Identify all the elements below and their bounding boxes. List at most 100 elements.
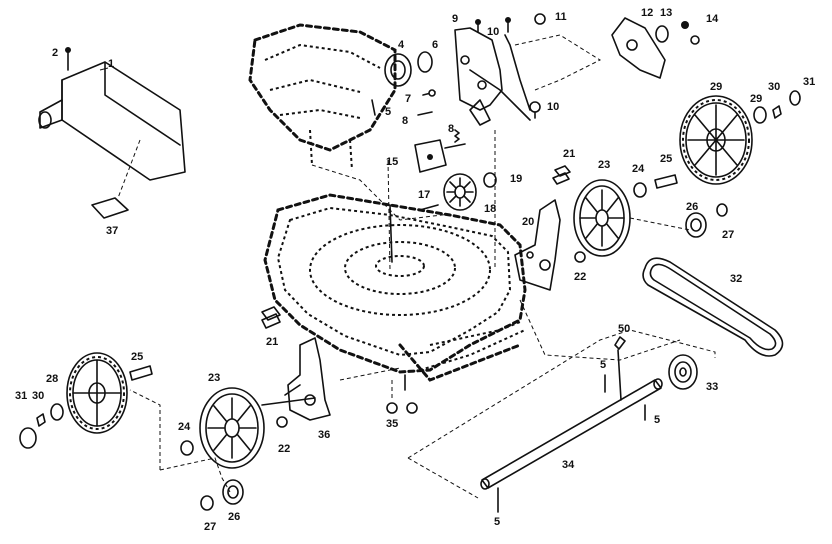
label-22a: 22 — [574, 271, 586, 283]
cap-31 — [789, 90, 801, 106]
label-35: 35 — [386, 418, 398, 430]
washer-27-right — [716, 203, 728, 217]
label-31b: 31 — [15, 390, 27, 402]
wheel-cover-23-right — [573, 179, 631, 257]
nut-22-left — [276, 416, 288, 428]
label-17: 17 — [418, 189, 430, 201]
nut-11 — [534, 13, 546, 25]
cap-31-left — [19, 427, 37, 449]
label-2: 2 — [52, 47, 58, 59]
part-labels: 1 2 37 4 6 7 5 8 9 10 10 11 8 15 17 18 1… — [15, 7, 815, 533]
bolt-7 — [422, 89, 436, 97]
label-12: 12 — [641, 7, 653, 19]
bolt-10b — [505, 17, 511, 33]
spring-8 — [454, 129, 460, 143]
washer-13 — [655, 25, 669, 43]
washer-24-right — [633, 182, 647, 198]
axle-leader-bottom — [407, 457, 479, 499]
retainer-30 — [772, 105, 782, 119]
label-5: 5 — [385, 106, 391, 118]
engine-pulley — [384, 51, 433, 87]
axle-stub — [261, 397, 316, 406]
pivot-bolt-10 — [529, 101, 541, 119]
label-1: 1 — [108, 58, 114, 70]
label-32: 32 — [730, 273, 742, 285]
label-8b: 8 — [448, 123, 454, 135]
washer-24-left — [180, 440, 194, 456]
engine-outline — [248, 23, 397, 171]
bushing-25-right — [654, 174, 678, 189]
belt-leader — [519, 299, 681, 361]
rear-baffle — [38, 61, 186, 181]
nut-35b — [406, 402, 418, 414]
label-6: 6 — [432, 39, 438, 51]
label-20: 20 — [522, 216, 534, 228]
label-27b: 27 — [204, 521, 216, 533]
label-24b: 24 — [178, 421, 191, 433]
nut-14 — [681, 21, 700, 45]
bushing-25-left — [129, 365, 153, 381]
label-plate — [91, 197, 129, 219]
label-4: 4 — [398, 39, 405, 51]
label-29a: 29 — [710, 81, 722, 93]
label-15: 15 — [386, 156, 398, 168]
label-30: 30 — [768, 81, 780, 93]
engine-deck-leader — [311, 164, 451, 221]
height-adjust-bracket — [454, 27, 531, 126]
label-5c: 5 — [654, 414, 660, 426]
label-11: 11 — [555, 11, 567, 23]
axle-34 — [480, 378, 663, 490]
label-8: 8 — [402, 115, 408, 127]
nut-35a — [386, 402, 398, 414]
label-22b: 22 — [278, 443, 290, 455]
height-lever-36-left — [284, 337, 331, 421]
label-21b: 21 — [266, 336, 278, 348]
drive-belt-32 — [642, 257, 784, 357]
label-13: 13 — [660, 7, 672, 19]
wheel-cover-23-left — [199, 387, 265, 469]
label-37: 37 — [106, 225, 118, 237]
lever-leader — [339, 367, 401, 381]
retainer-30-left — [36, 413, 46, 427]
hubcap-29 — [753, 106, 767, 124]
label-30b: 30 — [32, 390, 44, 402]
label-36: 36 — [318, 429, 330, 441]
leader-37 — [117, 139, 141, 199]
label-5d: 5 — [494, 516, 500, 528]
right-axle-leader — [629, 217, 691, 231]
label-27a: 27 — [722, 229, 734, 241]
label-26a: 26 — [686, 201, 698, 213]
label-7: 7 — [405, 93, 411, 105]
bolt-10a — [475, 19, 481, 33]
impeller-18 — [443, 173, 477, 211]
label-28: 28 — [46, 373, 58, 385]
label-33: 33 — [706, 381, 718, 393]
nut-22-right — [574, 251, 586, 263]
pulley-33 — [668, 354, 698, 390]
gear-26-left — [222, 479, 244, 505]
wheel-29 — [679, 95, 753, 185]
label-26b: 26 — [228, 511, 240, 523]
height-lever-20-right — [514, 199, 561, 291]
label-18: 18 — [484, 203, 496, 215]
washer-19 — [483, 172, 497, 188]
mower-deck — [263, 193, 527, 382]
label-10a: 10 — [487, 26, 499, 38]
wheel-28 — [66, 352, 128, 434]
bracket-12 — [611, 17, 666, 79]
screw-2 — [65, 47, 71, 71]
label-34: 34 — [562, 459, 575, 471]
engine-shaft-leader — [387, 159, 391, 271]
cable-bracket-15 — [414, 139, 466, 173]
label-50: 50 — [618, 323, 630, 335]
axle-leader-top — [407, 329, 716, 459]
label-14: 14 — [706, 13, 719, 25]
label-23b: 23 — [208, 372, 220, 384]
spring-21-left — [261, 306, 281, 329]
spring-21-right — [552, 165, 571, 185]
bracket-leader — [514, 34, 602, 91]
washer-27-left — [200, 495, 214, 511]
washer-29-left — [50, 403, 64, 421]
label-24a: 24 — [632, 163, 645, 175]
bolt-5 — [371, 99, 376, 116]
